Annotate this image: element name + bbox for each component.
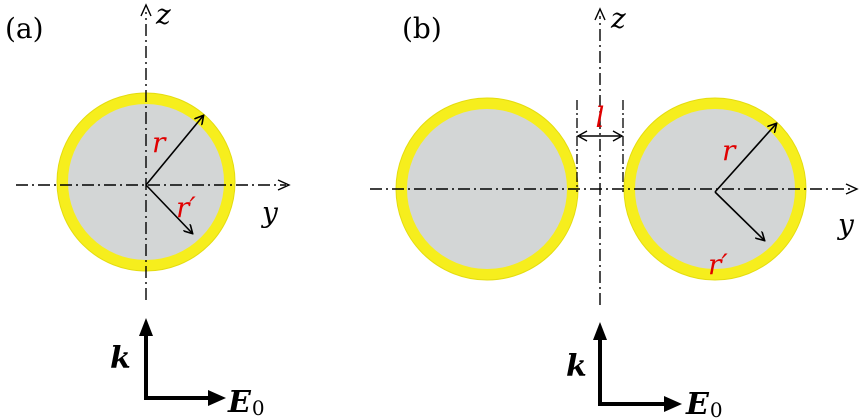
panel-b-k-arrowhead	[593, 322, 607, 340]
panel-a-k-label: k	[110, 341, 131, 376]
panel-a-z-label: z	[155, 0, 171, 31]
panel-a-y-arrowhead	[277, 179, 291, 191]
panel-b-y-label: y	[836, 208, 855, 241]
panel-b-r-prime-label: r′	[708, 248, 728, 281]
panel-b-r-prime-arrow	[714, 191, 764, 240]
panel-b-E-label: E0	[685, 387, 723, 420]
panel-b-E-arrowhead	[664, 396, 682, 412]
panel-b-z-arrowhead	[594, 7, 606, 21]
panel-a-E-label: E0	[227, 385, 265, 420]
panel-b-r-label: r	[722, 134, 737, 167]
panel-b-gap-arrowhead-left	[576, 130, 588, 142]
panel-b-y-arrowhead	[845, 183, 859, 195]
panel-b: (b) z y l r r′ k E0	[370, 2, 859, 420]
panel-b-gap-arrowhead-right	[612, 130, 624, 142]
panel-b-r-arrow	[714, 124, 776, 193]
panel-a-r-prime-label: r′	[176, 191, 196, 224]
panel-a-E-arrowhead	[208, 390, 226, 406]
panel-a-z-arrowhead	[140, 3, 152, 17]
panel-b-right-core	[635, 109, 795, 269]
panel-a: (a) z y r r′ k E0	[5, 0, 291, 420]
panel-b-k-label: k	[566, 349, 587, 384]
panel-b-gap-label: l	[596, 101, 605, 134]
panel-b-label: (b)	[402, 12, 442, 45]
panel-a-y-label: y	[260, 196, 279, 229]
panel-a-r-prime-arrow	[145, 184, 192, 233]
panel-a-label: (a)	[5, 12, 44, 45]
panel-a-r-label: r	[152, 126, 167, 159]
panel-a-r-arrow	[145, 116, 203, 186]
panel-a-k-arrowhead	[139, 318, 153, 336]
panel-b-z-label: z	[610, 2, 626, 35]
